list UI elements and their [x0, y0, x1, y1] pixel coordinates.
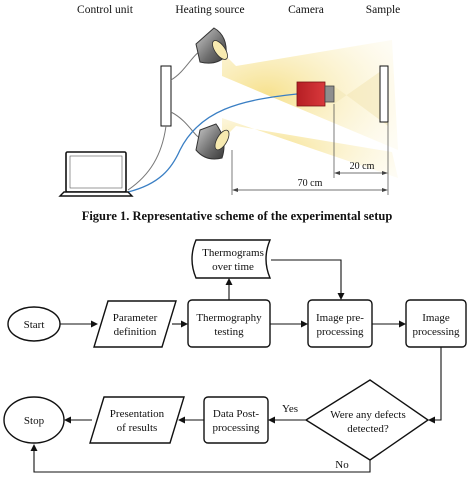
- presentation-line1: Presentation: [110, 408, 165, 420]
- thermograms-node: Thermograms over time: [191, 239, 272, 279]
- control-unit-box: [160, 65, 172, 127]
- stop-label: Stop: [24, 415, 45, 427]
- flow-arrowheads: [30, 278, 435, 451]
- image-processing-line1: Image: [422, 312, 450, 324]
- thermograms-line1: Thermograms: [202, 247, 264, 259]
- decision-line2: detected?: [347, 423, 389, 435]
- lamp-cable-upper: [170, 49, 203, 81]
- thermography-testing-line1: Thermography: [196, 312, 262, 324]
- camera-icon: [296, 81, 335, 107]
- figure-caption: Figure 1. Representative scheme of the e…: [82, 209, 393, 223]
- control-cable: [127, 125, 167, 191]
- setup-scheme: Control unit Heating source Camera Sampl…: [58, 4, 401, 223]
- camera-label: Camera: [288, 4, 324, 16]
- stop-node: Stop: [3, 396, 65, 444]
- image-preprocessing-node: Image pre- processing: [307, 299, 373, 348]
- camera-view-cone: [334, 66, 388, 126]
- data-postprocessing-line1: Data Post-: [213, 408, 259, 420]
- thermography-testing-line2: testing: [214, 326, 244, 338]
- start-label: Start: [24, 319, 45, 331]
- presentation-line2: of results: [117, 422, 158, 434]
- sample-label: Sample: [366, 4, 401, 16]
- data-postprocessing-line2: processing: [212, 422, 260, 434]
- start-node: Start: [7, 306, 61, 342]
- control-unit-label: Control unit: [77, 4, 134, 16]
- decision-line1: Were any defects: [330, 409, 405, 421]
- laptop-icon: [58, 151, 134, 197]
- image-processing-node: Image processing: [405, 299, 467, 348]
- distance-70cm-label: 70 cm: [298, 178, 323, 189]
- flow-connectors: [33, 259, 442, 473]
- decision-node: Were any defects detected?: [304, 379, 430, 461]
- lower-light-beam: [222, 118, 398, 178]
- image-processing-line2: processing: [412, 326, 460, 338]
- image-preprocessing-line1: Image pre-: [316, 312, 364, 324]
- image-preprocessing-line2: processing: [316, 326, 364, 338]
- sample-plate: [379, 65, 389, 123]
- heating-source-label: Heating source: [175, 4, 244, 16]
- data-postprocessing-node: Data Post- processing: [203, 396, 269, 444]
- distance-markers: [231, 104, 389, 195]
- no-label: No: [335, 459, 349, 471]
- parameter-definition-node: Parameter definition: [93, 300, 177, 348]
- presentation-node: Presentation of results: [89, 396, 185, 444]
- yes-label: Yes: [282, 403, 298, 415]
- parameter-definition-line2: definition: [114, 326, 157, 338]
- lower-lamp-icon: [195, 123, 230, 160]
- thermograms-line2: over time: [212, 261, 254, 273]
- thermography-testing-node: Thermography testing: [187, 299, 271, 348]
- camera-cable: [127, 93, 298, 193]
- flowchart: Start Parameter definition Thermography …: [3, 239, 467, 473]
- distance-20cm-label: 20 cm: [350, 161, 375, 172]
- parameter-definition-line1: Parameter: [113, 312, 158, 324]
- upper-lamp-icon: [195, 27, 228, 64]
